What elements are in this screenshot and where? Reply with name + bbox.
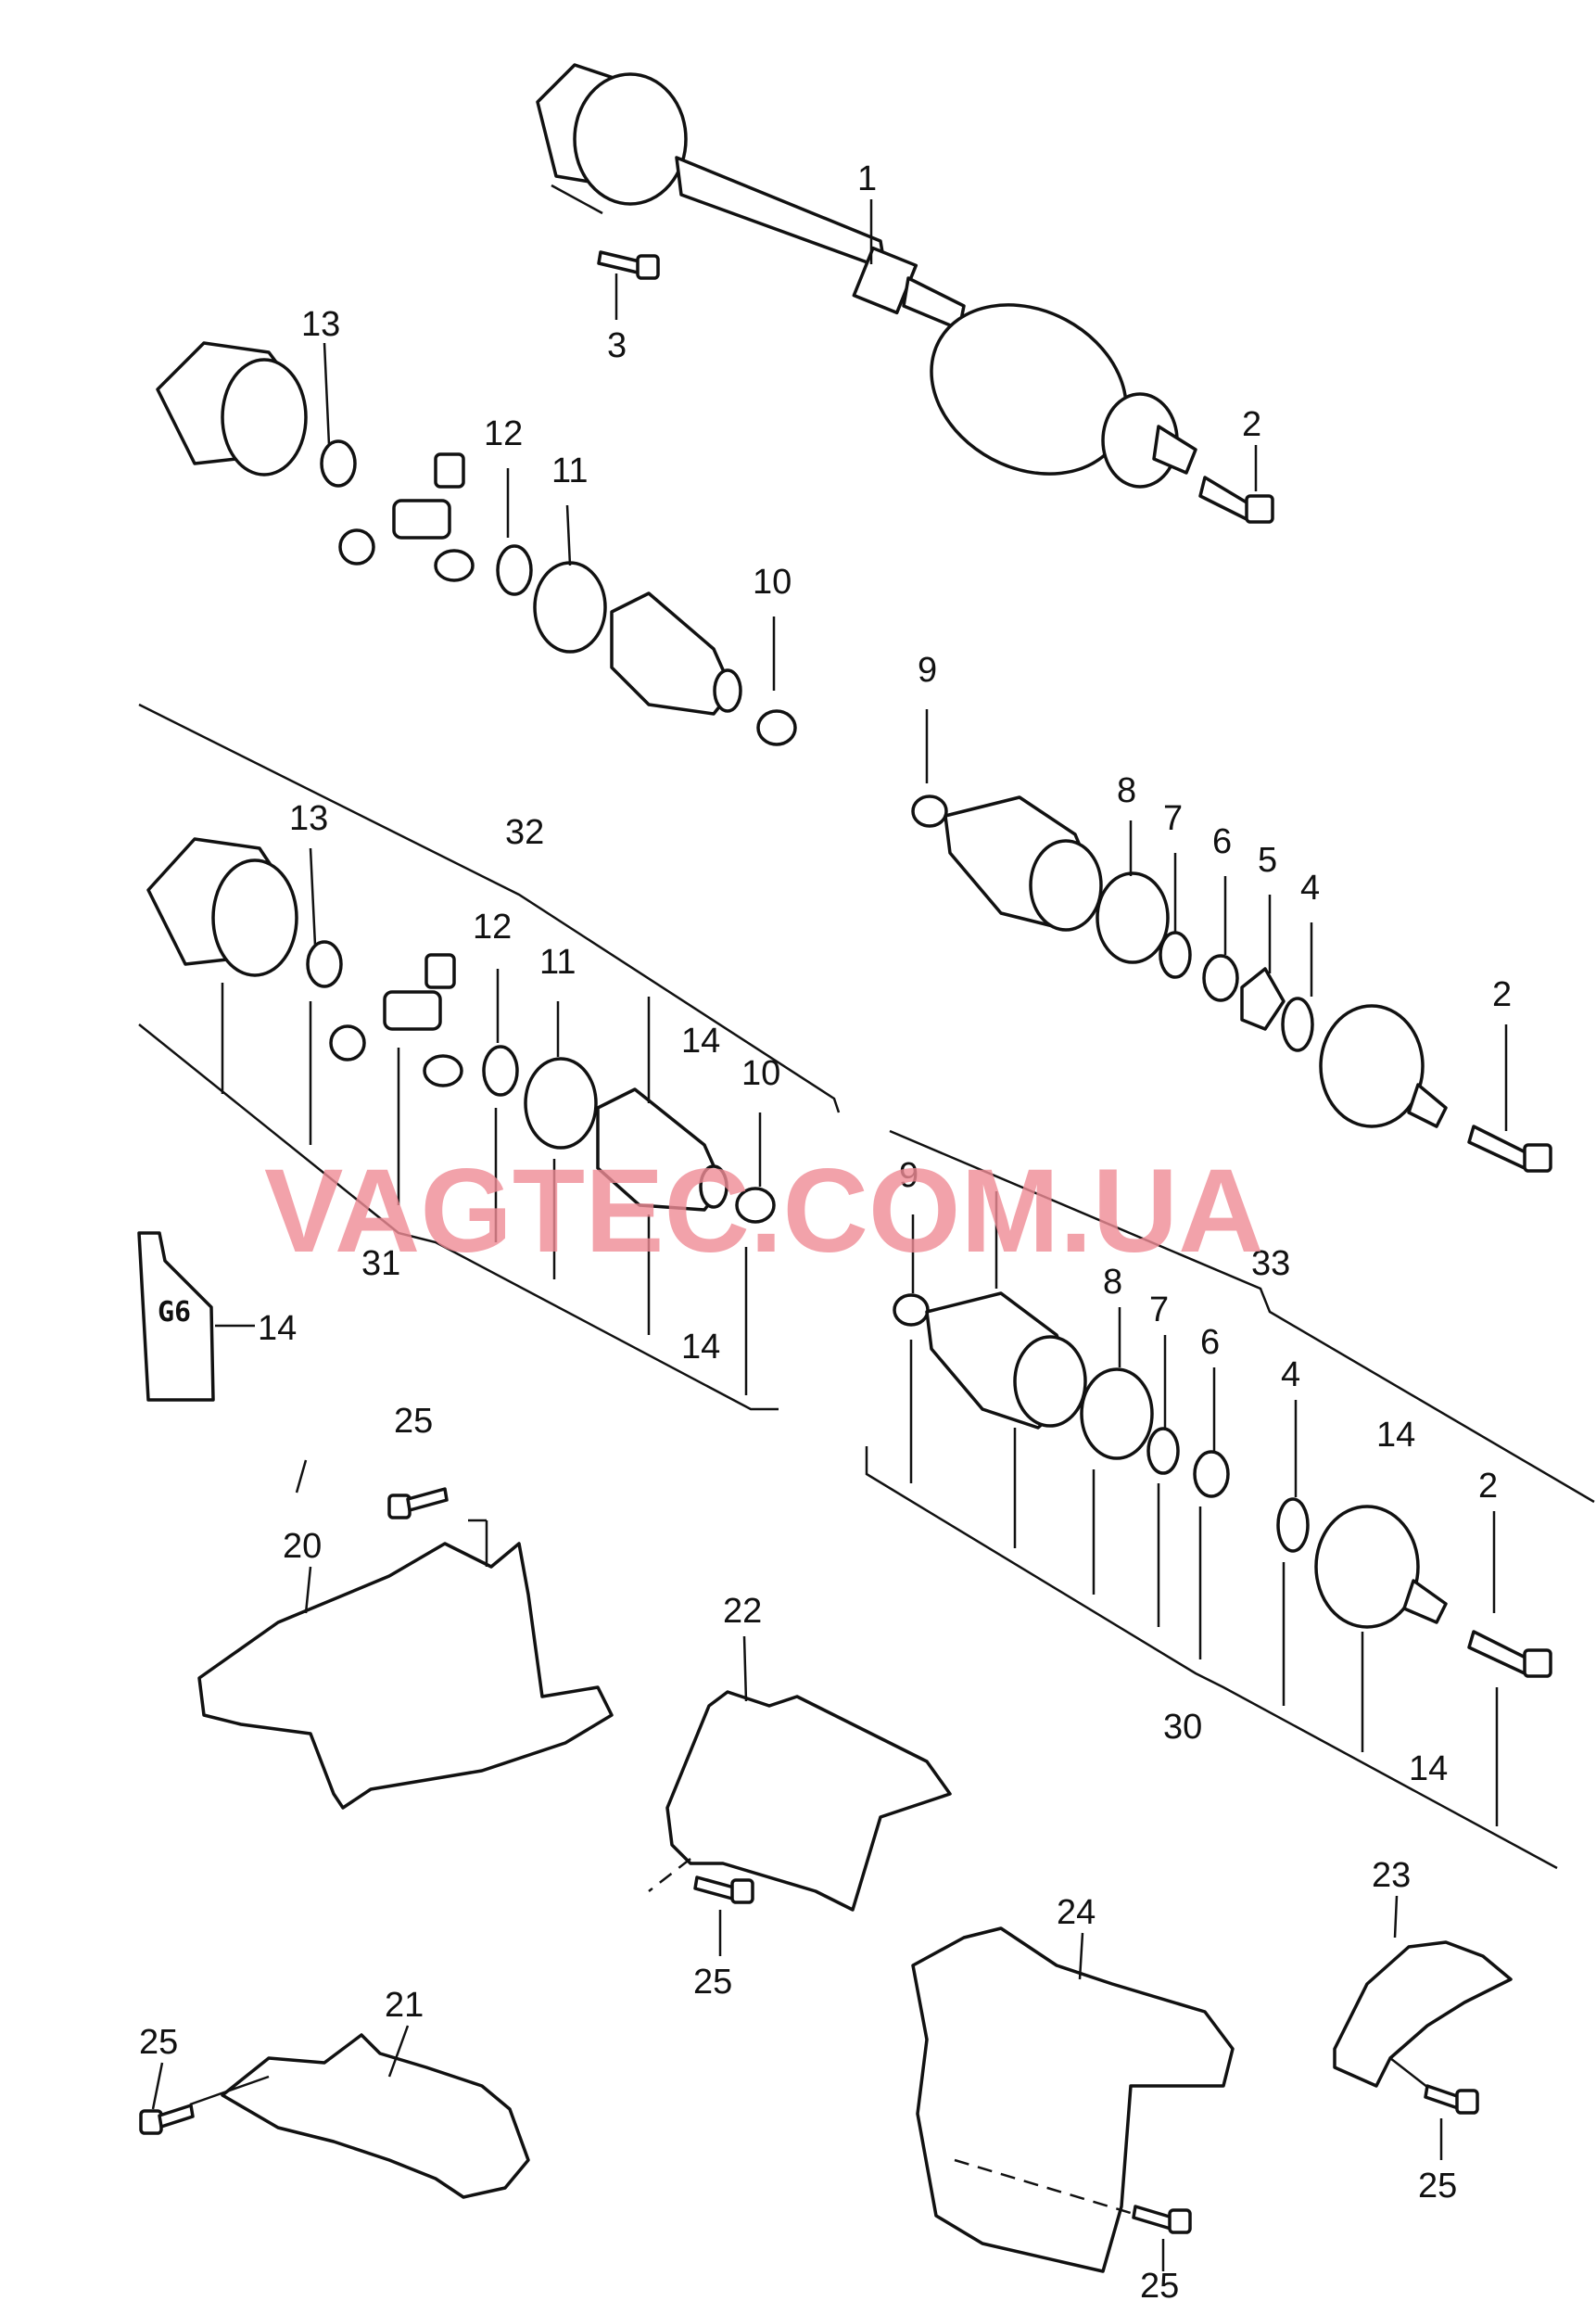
callout-25: 25 — [394, 1402, 433, 1441]
callout-25: 25 — [1140, 2267, 1179, 2301]
tripod-upper — [338, 452, 475, 582]
bolt-25-e — [1424, 2084, 1479, 2115]
callout-2: 2 — [1242, 405, 1261, 444]
callout-10: 10 — [753, 563, 792, 602]
callout-7: 7 — [1149, 1290, 1169, 1329]
circlip-12-kit — [482, 1045, 519, 1242]
callout-9: 9 — [918, 651, 937, 690]
circlip-13-kit — [306, 940, 343, 1145]
washer-7-upper — [1159, 931, 1192, 979]
callout-7: 7 — [1163, 799, 1183, 838]
watermark: VAGTEC.COM.UA — [264, 1145, 1264, 1278]
clamp-8-kit — [1080, 1367, 1154, 1595]
callout-5: 5 — [1258, 841, 1277, 880]
circlip-4-upper — [1281, 997, 1314, 1052]
callout-14: 14 — [258, 1309, 297, 1348]
heat-shield-20 — [197, 1519, 614, 1810]
callout-14: 14 — [1376, 1416, 1415, 1455]
boot-outer-kit — [893, 1191, 1087, 1548]
tripod-kit — [329, 953, 463, 1205]
bolt-25-b — [693, 1875, 754, 1904]
callout-25: 25 — [693, 1963, 732, 2002]
callout-25: 25 — [139, 2023, 178, 2062]
thrust-ring-5 — [1240, 967, 1286, 1031]
grease-tube: G6 — [137, 1231, 255, 1402]
callout-22: 22 — [723, 1592, 762, 1631]
tripod-housing-upper — [156, 341, 308, 477]
callout-31: 31 — [361, 1244, 400, 1283]
callout-20: 20 — [283, 1527, 322, 1566]
callout-21: 21 — [385, 1986, 424, 2025]
washer-7-kit — [1146, 1427, 1180, 1627]
callout-2: 2 — [1492, 975, 1512, 1014]
heat-shield-24 — [911, 1926, 1235, 2273]
callout-12: 12 — [473, 908, 512, 947]
callout-33: 33 — [1251, 1244, 1290, 1283]
clamp-8-upper — [1096, 871, 1170, 964]
kit-frame-33 — [865, 1129, 1595, 1870]
callout-4: 4 — [1281, 1355, 1300, 1394]
washer-6-upper — [1202, 954, 1239, 1002]
callout-6: 6 — [1200, 1323, 1220, 1362]
bolt-3 — [597, 250, 660, 280]
callout-13: 13 — [289, 799, 328, 838]
callout-30: 30 — [1163, 1708, 1202, 1747]
callout-6: 6 — [1212, 822, 1232, 861]
kit-frame-32 — [138, 703, 841, 1411]
callout-3: 3 — [607, 326, 627, 365]
callout-11: 11 — [539, 943, 576, 982]
tripod-housing-kit — [146, 837, 298, 1094]
callout-9: 9 — [899, 1156, 918, 1195]
heat-shield-23 — [1333, 1940, 1513, 2091]
callout-1: 1 — [857, 159, 877, 198]
leader-lines — [151, 184, 1508, 2271]
bolt-25-d — [1132, 2205, 1192, 2234]
callout-14: 14 — [1409, 1749, 1448, 1788]
heat-shield-21 — [189, 2033, 530, 2199]
grease-tube-label: G6 — [158, 1296, 191, 1328]
washer-6-kit — [1193, 1450, 1230, 1659]
drive-shaft-assembly — [536, 63, 1274, 524]
callout-12: 12 — [484, 414, 523, 453]
callout-8: 8 — [1103, 1263, 1122, 1302]
clamp-10-kit — [735, 1187, 776, 1395]
bolt-25-c — [139, 2104, 195, 2135]
circlip-12-upper — [496, 544, 533, 596]
callout-24: 24 — [1057, 1893, 1096, 1932]
callout-13: 13 — [301, 305, 340, 344]
boot-kit — [596, 997, 728, 1335]
bolt-25-a — [387, 1487, 449, 1519]
callout-32: 32 — [505, 813, 544, 852]
callout-11: 11 — [551, 451, 588, 490]
callout-8: 8 — [1117, 771, 1136, 810]
clamp-11-kit — [524, 1057, 598, 1279]
circlip-4-kit — [1276, 1497, 1310, 1706]
boot-outer-upper — [911, 795, 1103, 932]
callout-23: 23 — [1372, 1856, 1411, 1895]
outer-joint-kit — [1314, 1505, 1552, 1826]
callout-4: 4 — [1300, 869, 1320, 908]
callout-labels: 1 2 3 13 12 11 10 9 8 7 6 5 4 2 13 32 12… — [139, 159, 1512, 2301]
heat-shield-22 — [648, 1690, 952, 1912]
outer-joint-upper — [1319, 1004, 1552, 1173]
clamp-10-upper — [756, 709, 797, 746]
callout-2: 2 — [1478, 1467, 1498, 1506]
callout-14: 14 — [681, 1328, 720, 1367]
callout-14: 14 — [681, 1022, 720, 1061]
circlip-13-upper — [320, 439, 357, 488]
clamp-11-upper — [533, 561, 607, 654]
callout-10: 10 — [741, 1054, 780, 1093]
callout-25: 25 — [1418, 2167, 1457, 2206]
boot-upper — [610, 591, 742, 716]
